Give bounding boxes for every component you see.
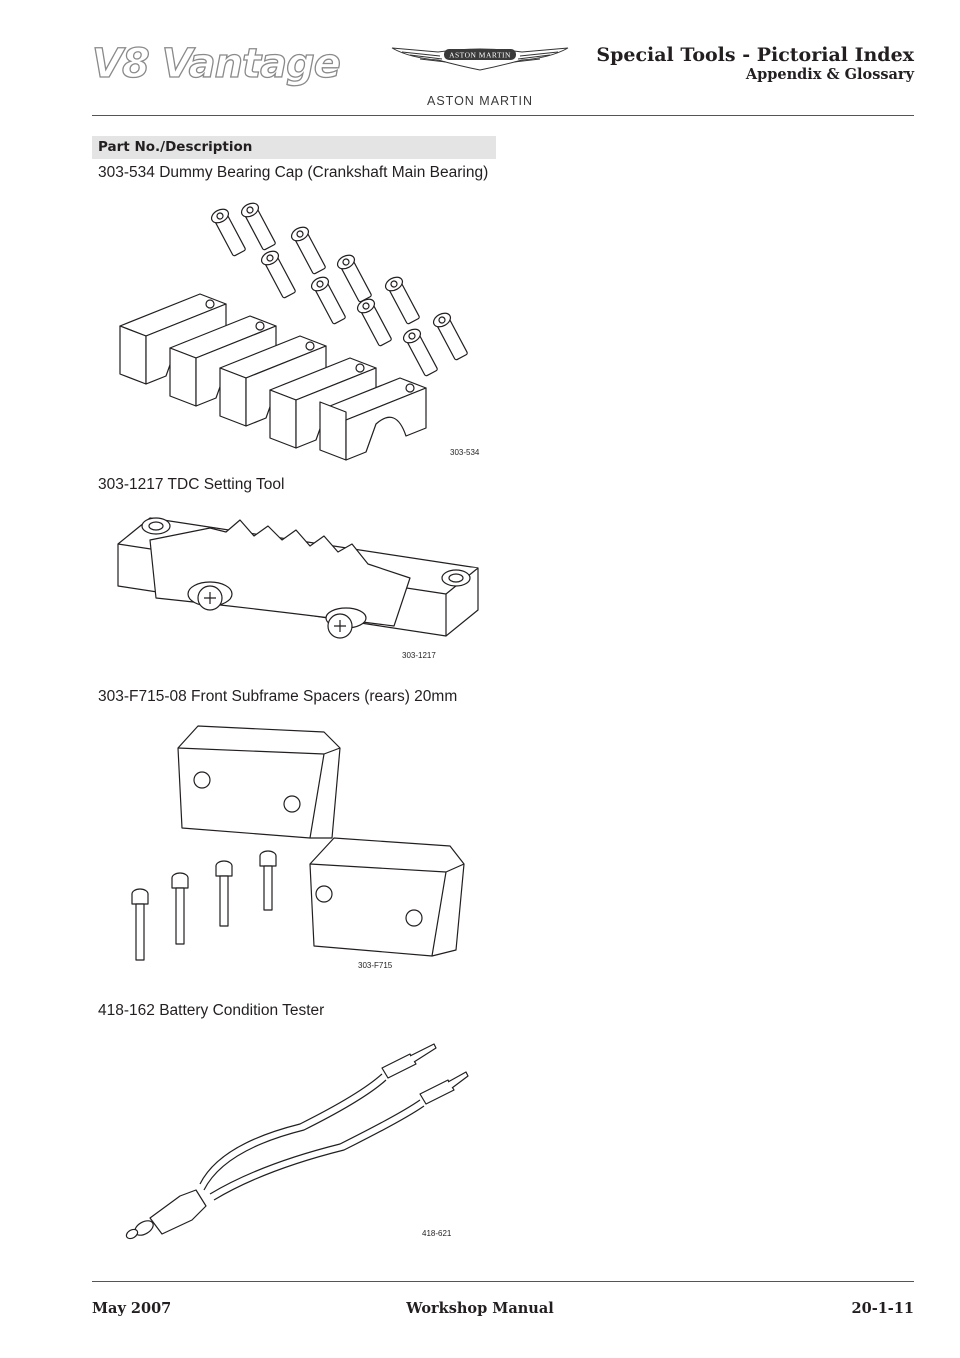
battery-condition-tester-illustration: 418-621: [125, 1043, 469, 1240]
column-header: Part No./Description: [98, 139, 253, 155]
figure-ref-3: 303-F715: [358, 961, 393, 970]
bolt-shapes: [210, 202, 468, 377]
footer-divider: [92, 1281, 914, 1282]
footer-page-number: 20-1-11: [851, 1300, 914, 1317]
brand-name: ASTON MARTIN: [427, 94, 533, 108]
item-description-1: 303-534 Dummy Bearing Cap (Crankshaft Ma…: [98, 164, 489, 181]
subframe-spacers-illustration: 303-F715: [131, 725, 465, 970]
item-description-2: 303-1217 TDC Setting Tool: [98, 476, 285, 493]
page-title: Special Tools - Pictorial Index: [596, 44, 914, 66]
header-divider: [92, 115, 914, 116]
aston-martin-logo: ASTON MARTIN ASTON MARTIN: [380, 40, 580, 108]
footer-manual: Workshop Manual: [406, 1300, 554, 1317]
figure-ref-2: 303-1217: [402, 651, 436, 660]
footer-date: May 2007: [92, 1300, 172, 1317]
dummy-bearing-cap-illustration: 303-534: [119, 202, 480, 461]
v8-vantage-logo: V8 Vantage: [91, 40, 341, 87]
table-header: Part No./Description: [92, 136, 496, 159]
spacer-bolts: [131, 850, 277, 961]
figure-ref-4: 418-621: [422, 1229, 452, 1238]
wings-emblem-icon: ASTON MARTIN: [391, 47, 569, 71]
bearing-caps: [119, 293, 427, 461]
item-description-3: 303-F715-08 Front Subframe Spacers (rear…: [98, 688, 458, 705]
figure-ref-1: 303-534: [450, 448, 480, 457]
tdc-setting-tool-illustration: 303-1217: [117, 517, 479, 660]
page-subtitle: Appendix & Glossary: [745, 66, 914, 83]
emblem-badge-text: ASTON MARTIN: [449, 51, 511, 60]
item-description-4: 418-162 Battery Condition Tester: [98, 1002, 325, 1019]
